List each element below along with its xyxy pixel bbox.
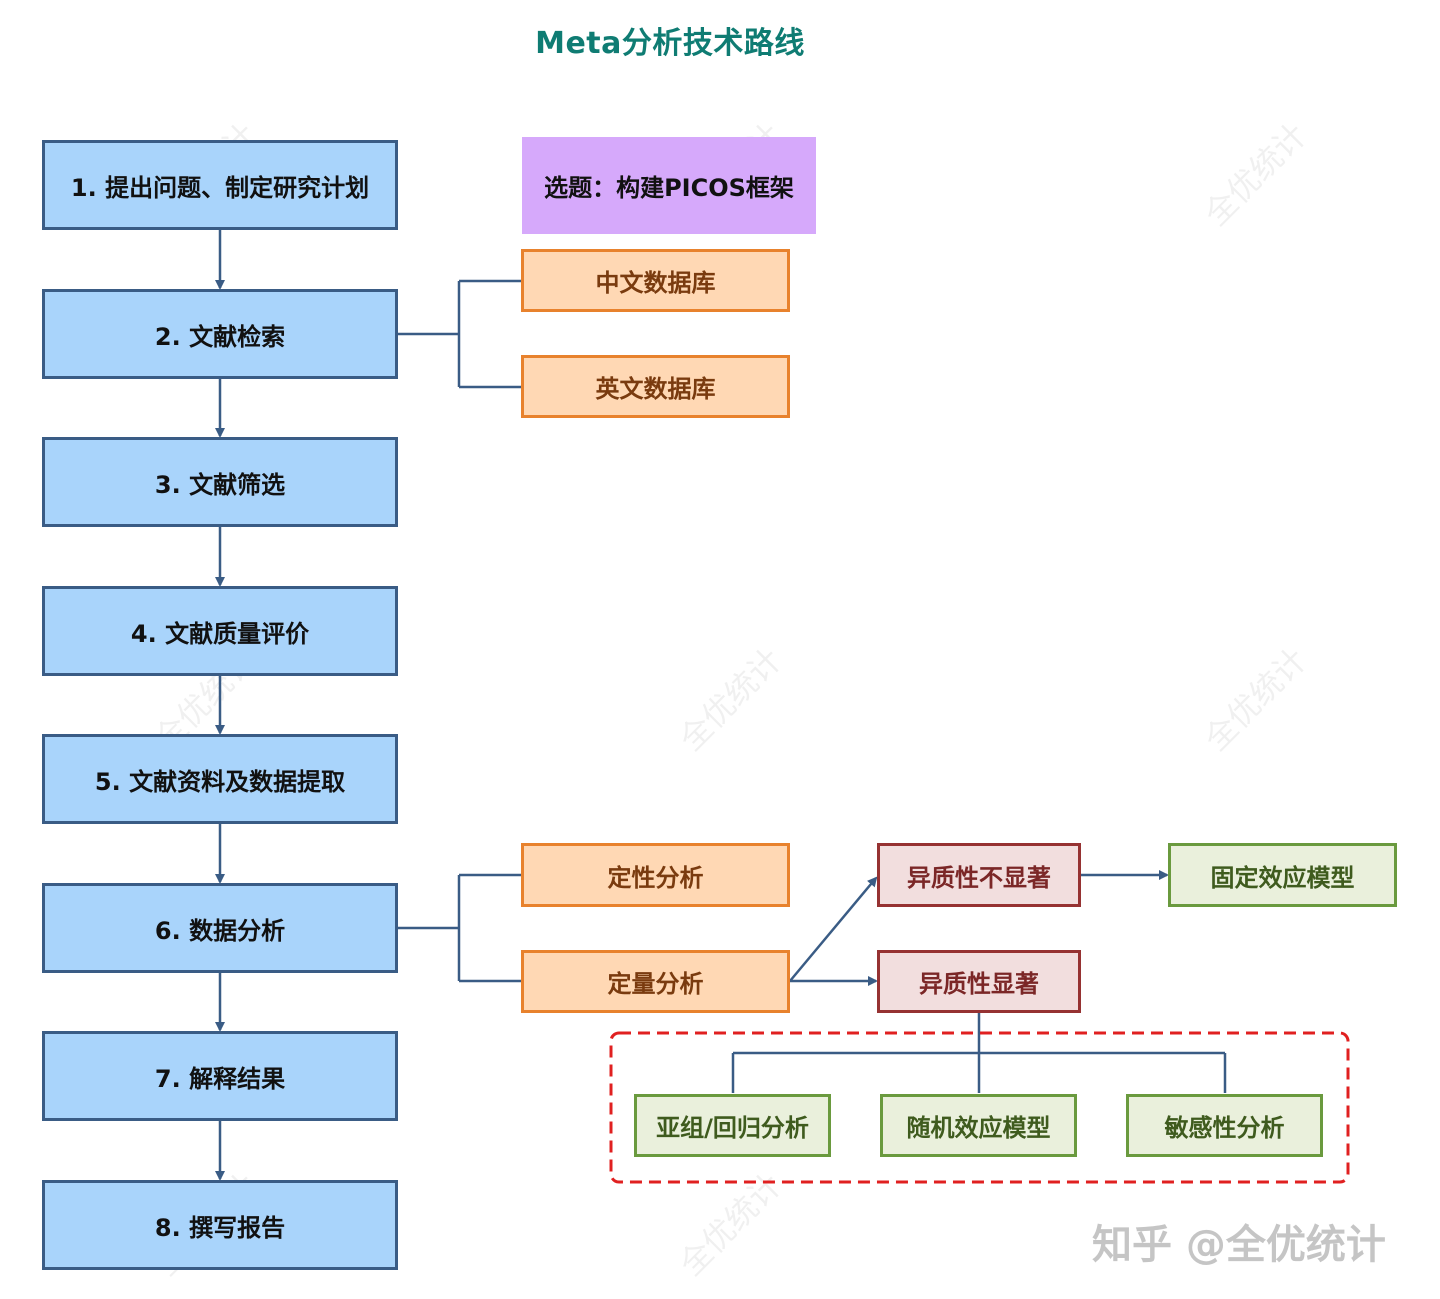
english-database-box: 英文数据库 — [521, 355, 790, 418]
sensitivity-analysis-box: 敏感性分析 — [1126, 1094, 1323, 1157]
step-5-box: 5. 文献资料及数据提取 — [42, 734, 398, 824]
dashed-frame — [609, 1031, 1350, 1184]
tree-remedies — [731, 1013, 1227, 1093]
chinese-database-box: 中文数据库 — [521, 249, 790, 312]
quantitative-analysis-box: 定量分析 — [521, 950, 790, 1013]
step-6-box: 6. 数据分析 — [42, 883, 398, 973]
zhihu-credit: 知乎 @全优统计 — [1092, 1222, 1386, 1268]
step-7-box: 7. 解释结果 — [42, 1031, 398, 1121]
step-3-box: 3. 文献筛选 — [42, 437, 398, 527]
step-1-box: 1. 提出问题、制定研究计划 — [42, 140, 398, 230]
arrow-to-not-significant — [789, 876, 878, 982]
step-8-box: 8. 撰写报告 — [42, 1180, 398, 1270]
fixed-effect-model-box: 固定效应模型 — [1168, 843, 1397, 907]
step-4-box: 4. 文献质量评价 — [42, 586, 398, 676]
bracket-databases — [397, 279, 522, 389]
diagram-title: Meta分析技术路线 — [535, 26, 805, 61]
step-2-box: 2. 文献检索 — [42, 289, 398, 379]
heterogeneity-significant-box: 异质性显著 — [877, 950, 1081, 1013]
bracket-analysis — [397, 873, 522, 983]
random-effect-model-box: 随机效应模型 — [880, 1094, 1077, 1157]
qualitative-analysis-box: 定性分析 — [521, 843, 790, 907]
heterogeneity-not-significant-box: 异质性不显著 — [877, 843, 1081, 907]
picos-topic-box: 选题：构建PICOS框架 — [522, 137, 816, 234]
subgroup-regression-box: 亚组/回归分析 — [634, 1094, 831, 1157]
